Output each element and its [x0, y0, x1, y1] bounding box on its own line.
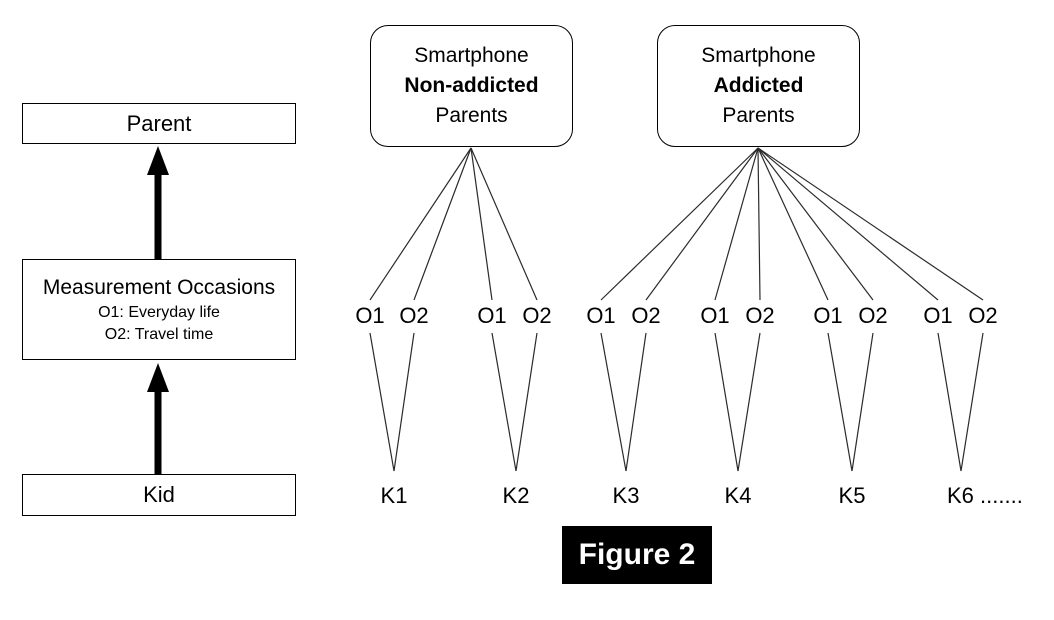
kid-label-k4: K4 [724, 483, 752, 508]
occasion-line-o1-k1 [369, 332, 395, 472]
occasion-line-o1-k3 [600, 332, 627, 472]
group-line-bottom: Parents [722, 104, 795, 127]
group-line-middle: Non-addicted [404, 74, 539, 97]
occasion-label-o2-k5: O2 [858, 303, 888, 328]
fan-line-k5-o2 [757, 147, 874, 301]
occasion-label-o1-k6: O1 [923, 303, 953, 328]
occasion-label-o2-k1: O2 [399, 303, 429, 328]
group-line-bottom: Parents [435, 104, 508, 127]
occasion-line-o2-k4 [737, 332, 761, 472]
fan-line-k4-o2 [757, 147, 761, 301]
kid-label-k2: K2 [502, 483, 530, 508]
fan-line-k6-o1 [757, 147, 939, 301]
occasion-line-o2-k2 [515, 332, 538, 472]
fan-line-k4-o1 [714, 147, 759, 301]
occasion-label-o2-k3: O2 [631, 303, 661, 328]
fan-line-k6-o2 [757, 147, 984, 301]
occasion-label-o1-k2: O1 [477, 303, 507, 328]
parent-box-label: Parent [126, 110, 192, 136]
group-box-addicted-parents: Smartphone Addicted Parents [657, 25, 860, 147]
arrow-shaft [154, 172, 162, 259]
figure-caption-text: Figure 2 [578, 538, 696, 571]
arrow-kid-to-measurement [147, 363, 169, 474]
measurement-occasions-box: Measurement Occasions O1: Everyday life … [22, 259, 296, 360]
occasion-line-o1-k4 [714, 332, 739, 472]
fan-line-k3-o1 [600, 147, 759, 301]
group-line-top: Smartphone [701, 44, 816, 67]
fan-line-k2-o2 [470, 147, 538, 301]
fan-line-k5-o1 [757, 147, 829, 301]
occasion2-description: O2: Travel time [104, 325, 214, 343]
occasion-line-o1-k2 [491, 332, 517, 472]
kid-box-label: Kid [143, 482, 175, 507]
occasion-line-o2-k1 [393, 332, 415, 472]
occasion-line-o2-k6 [960, 332, 984, 472]
arrow-head-icon [147, 363, 169, 392]
occasion-label-o1-k4: O1 [700, 303, 730, 328]
fan-line-k2-o1 [470, 147, 493, 301]
kid-label-k5: K5 [838, 483, 866, 508]
arrow-shaft [154, 389, 162, 474]
occasion-to-kid-lines [369, 332, 984, 472]
occasion-label-o1-k5: O1 [813, 303, 843, 328]
fan-line-k1-o1 [369, 147, 472, 301]
kid-label-k6: K6 ....... [947, 483, 1023, 508]
group-line-top: Smartphone [414, 44, 529, 67]
parent-group-fan-lines [369, 147, 984, 301]
arrow-head-icon [147, 146, 169, 175]
parent-box: Parent [22, 103, 296, 144]
occasion-line-o1-k5 [827, 332, 853, 472]
fan-line-k1-o2 [413, 147, 472, 301]
measurement-occasions-title: Measurement Occasions [42, 275, 276, 299]
occasion1-description: O1: Everyday life [98, 303, 220, 321]
occasion-line-o1-k6 [937, 332, 962, 472]
figure-caption: Figure 2 [562, 526, 712, 584]
kid-label-k1: K1 [380, 483, 408, 508]
occasion-label-o2-k2: O2 [522, 303, 552, 328]
fan-line-k3-o2 [645, 147, 759, 301]
occasion-label-o2-k6: O2 [968, 303, 998, 328]
occasion-label-o1-k1: O1 [355, 303, 385, 328]
occasion-line-o2-k3 [625, 332, 647, 472]
arrow-measurement-to-parent [147, 146, 169, 259]
kid-box: Kid [22, 474, 296, 516]
occasion-line-o2-k5 [851, 332, 874, 472]
kid-label-k3: K3 [612, 483, 640, 508]
group-line-middle: Addicted [713, 74, 804, 97]
occasion-label-o1-k3: O1 [586, 303, 616, 328]
group-box-non-addicted-parents: Smartphone Non-addicted Parents [370, 25, 573, 147]
occasion-label-o2-k4: O2 [745, 303, 775, 328]
